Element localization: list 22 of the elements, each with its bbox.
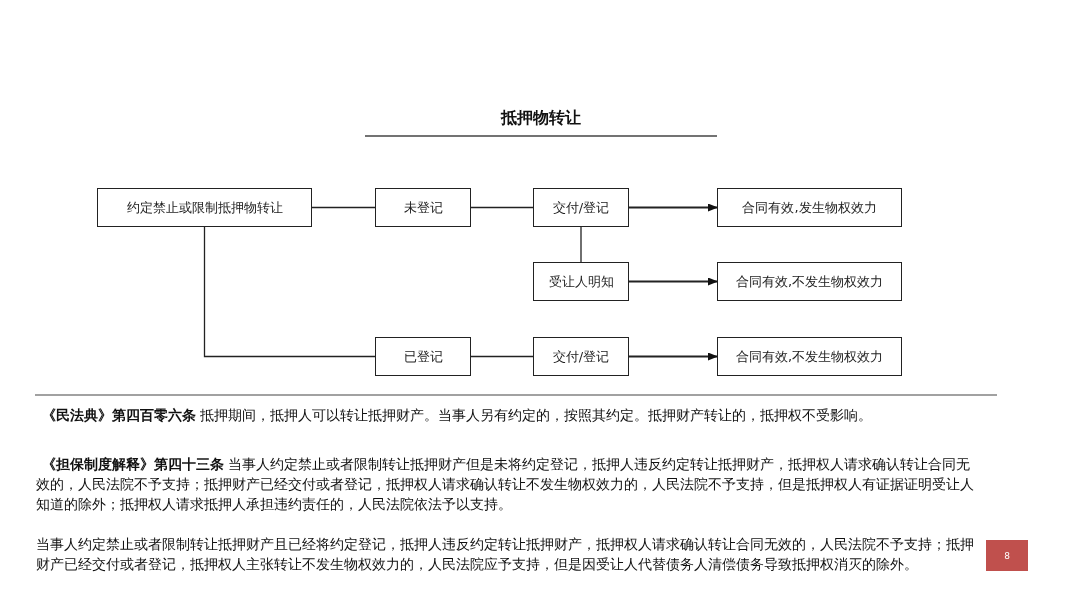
paragraph: 当事人约定禁止或者限制转让抵押财产且已经将约定登记，抵押人违反约定转让抵押财产，抵押权人请求确认转让合同无效的，人民法院不予支持；抵押财产已经交付或者登记，抵押权人主张转让不发生物权效力的，人民法院应予支持，但是因受让人代替债务人清偿债务导致抵押权消灭的除外。 bbox=[36, 535, 975, 574]
connector-line bbox=[470, 355, 534, 358]
connector-line bbox=[311, 206, 376, 209]
process-box: 合同有效,发生物权效力 bbox=[717, 188, 902, 227]
process-box: 约定禁止或限制抵押物转让 bbox=[97, 188, 312, 227]
arrow bbox=[628, 203, 718, 212]
process-box: 交付/登记 bbox=[533, 188, 629, 227]
paragraph: 《民法典》第四百零六条 抵押期间，抵押人可以转让抵押财产。当事人另有约定的，按照其约定。抵押财产转让的，抵押权不受影响。 bbox=[41, 406, 874, 425]
connector-line bbox=[203, 226, 376, 358]
process-box: 已登记 bbox=[375, 337, 471, 376]
arrow bbox=[628, 277, 718, 286]
paragraph: 《担保制度解释》第四十三条 当事人约定禁止或者限制转让抵押财产但是未将约定登记，抵押人违反约定转让抵押财产，抵押权人请求确认转让合同无效的，人民法院不予支持；抵押财产已经交付或者登记，抵押权人请求确认转让不发生物权效力的，人民法院不予支持，但是抵押权人有证据证明受让人知道的除外；抵押权人请求抵押人承担违约责任的，人民法院依法予以支持。 bbox=[36, 455, 975, 514]
process-box: 未登记 bbox=[375, 188, 471, 227]
page-number: 8 bbox=[986, 540, 1028, 571]
connector-line bbox=[580, 226, 582, 263]
connector-line bbox=[470, 206, 534, 209]
title: 抵押物转让 bbox=[499, 108, 582, 129]
process-box: 合同有效,不发生物权效力 bbox=[717, 337, 902, 376]
process-box: 交付/登记 bbox=[533, 337, 629, 376]
arrow bbox=[628, 352, 718, 361]
process-box: 合同有效,不发生物权效力 bbox=[717, 262, 902, 301]
process-box: 受让人明知 bbox=[533, 262, 629, 301]
